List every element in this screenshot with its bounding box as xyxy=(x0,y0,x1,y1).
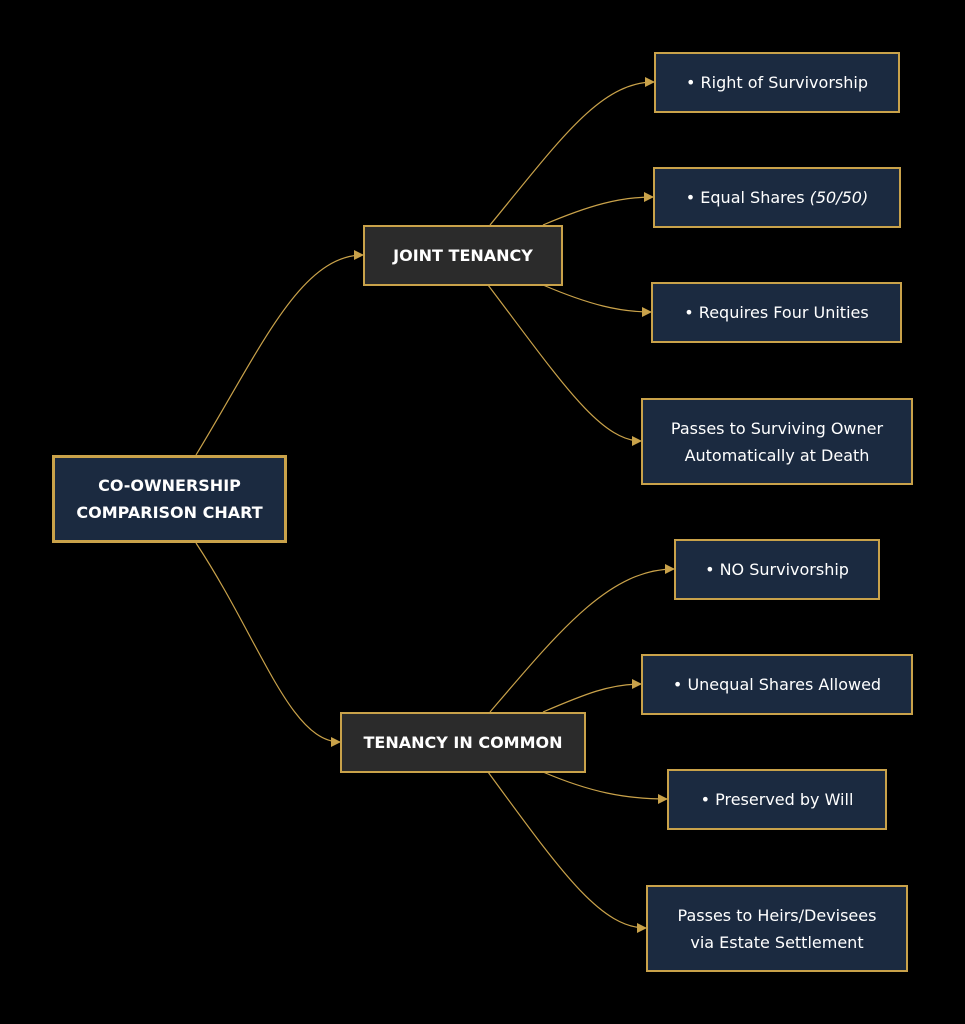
tic-no-survivorship-label: • NO Survivorship xyxy=(705,560,849,579)
edge-jt-equal-shares xyxy=(542,192,654,226)
tic-preserved-label: • Preserved by Will xyxy=(700,790,854,809)
jt-survivorship-node: • Right of Survivorship xyxy=(654,52,900,113)
tic-no-survivorship-node: • NO Survivorship xyxy=(674,539,880,600)
edge-jt-passes xyxy=(487,284,642,446)
edge-tic-passes xyxy=(487,771,647,933)
jt-survivorship-label: • Right of Survivorship xyxy=(686,73,868,92)
joint-tenancy-label: JOINT TENANCY xyxy=(393,246,533,265)
jt-equal-shares-label: • Equal Shares (50/50) xyxy=(686,184,868,211)
tic-preserved-node: • Preserved by Will xyxy=(667,769,887,830)
root-label-line1: CO-OWNERSHIP xyxy=(98,476,241,495)
edge-jt-four-unities xyxy=(542,284,652,317)
jt-four-unities-label: • Requires Four Unities xyxy=(684,303,869,322)
tic-passes-line2: via Estate Settlement xyxy=(690,932,864,952)
jt-four-unities-node: • Requires Four Unities xyxy=(651,282,902,343)
edge-root-to-joint-tenancy xyxy=(195,250,364,456)
edge-tic-unequal-shares xyxy=(542,679,642,713)
tic-passes-line1: Passes to Heirs/Devisees xyxy=(677,905,877,925)
tic-unequal-shares-node: • Unequal Shares Allowed xyxy=(641,654,913,715)
jt-passes-line2: Automatically at Death xyxy=(684,445,870,465)
edge-tic-no-survivorship xyxy=(489,564,675,713)
tic-passes-node: Passes to Heirs/Devisees via Estate Sett… xyxy=(646,885,908,972)
tenancy-in-common-label: TENANCY IN COMMON xyxy=(363,733,563,752)
root-node: CO-OWNERSHIP COMPARISON CHART xyxy=(52,455,287,543)
jt-equal-shares-ratio: (50/50) xyxy=(809,188,869,207)
joint-tenancy-node: JOINT TENANCY xyxy=(363,225,563,286)
edge-root-to-tenancy-in-common xyxy=(195,542,341,747)
root-label-line2: COMPARISON CHART xyxy=(76,503,263,522)
jt-passes-line1: Passes to Surviving Owner xyxy=(670,418,884,438)
tic-unequal-shares-label: • Unequal Shares Allowed xyxy=(672,675,882,694)
edge-jt-survivorship xyxy=(489,77,655,226)
jt-equal-shares-node: • Equal Shares (50/50) xyxy=(653,167,901,228)
edge-tic-preserved xyxy=(542,771,668,804)
jt-equal-shares-text: • Equal Shares xyxy=(685,188,810,207)
jt-passes-node: Passes to Surviving Owner Automatically … xyxy=(641,398,913,485)
tenancy-in-common-node: TENANCY IN COMMON xyxy=(340,712,586,773)
